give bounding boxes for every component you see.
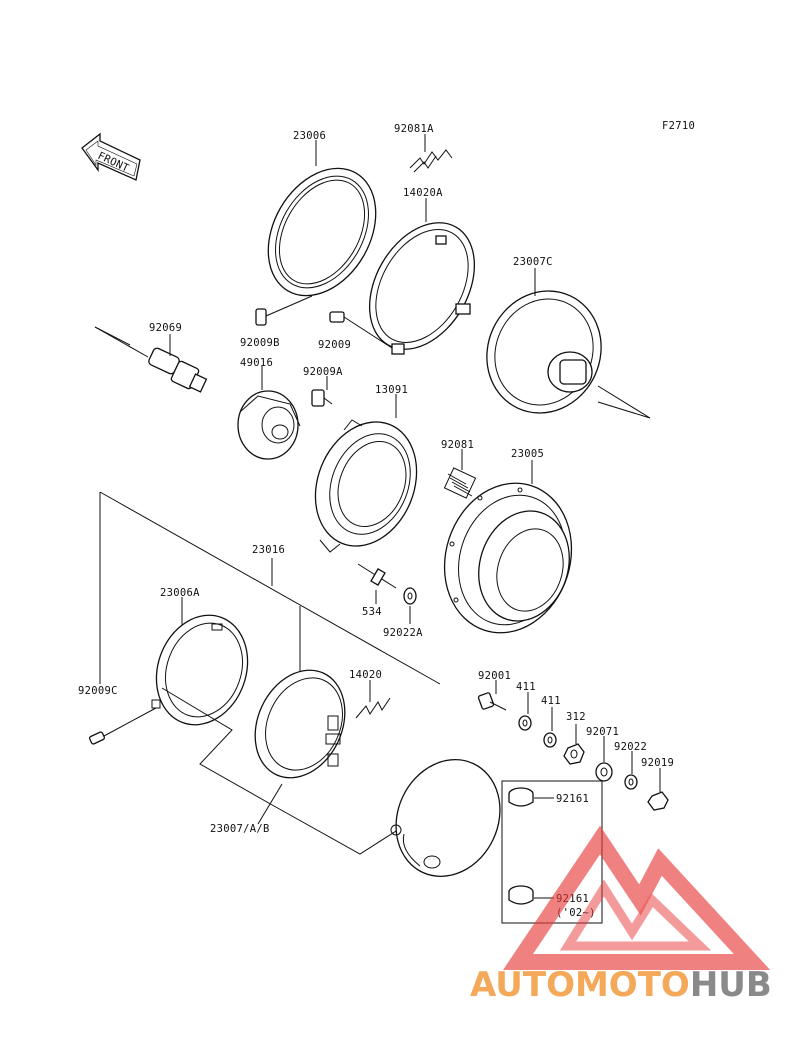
front-arrow-icon: FRONT bbox=[81, 132, 141, 181]
bolt-92001 bbox=[477, 692, 507, 711]
label-92009a: 92009A bbox=[303, 366, 343, 378]
label-312: 312 bbox=[566, 711, 586, 723]
headlight-shell-23007ab bbox=[254, 669, 346, 779]
bracket-13091 bbox=[314, 419, 418, 553]
label-13091: 13091 bbox=[375, 384, 408, 396]
automotohub-logo-icon bbox=[502, 825, 771, 970]
watermark-text: AUTOMOTOHUB bbox=[470, 965, 772, 1005]
nut-92019 bbox=[647, 791, 669, 811]
label-92022: 92022 bbox=[614, 741, 647, 753]
rim-ring-23006 bbox=[267, 167, 377, 297]
nut-312 bbox=[563, 743, 585, 765]
cap-92161-b bbox=[508, 885, 534, 905]
label-14020a: 14020A bbox=[403, 187, 443, 199]
label-92081a: 92081A bbox=[394, 123, 434, 135]
label-49016: 49016 bbox=[240, 357, 273, 369]
bulb-92069 bbox=[94, 326, 208, 393]
spring-92081 bbox=[443, 467, 477, 499]
label-23007c: 23007C bbox=[513, 256, 553, 268]
label-92081: 92081 bbox=[441, 439, 474, 451]
label-92161-a: 92161 bbox=[556, 793, 589, 805]
washer-92022 bbox=[624, 774, 638, 790]
headlight-shell-23007c bbox=[486, 290, 651, 419]
screw-92009c bbox=[88, 707, 157, 745]
label-23006a: 23006A bbox=[160, 587, 200, 599]
headlight-unit-23005 bbox=[443, 482, 573, 634]
screw-92009b bbox=[255, 295, 313, 326]
pin-534 bbox=[357, 563, 397, 589]
screw-92009a bbox=[311, 389, 333, 407]
label-23016: 23016 bbox=[252, 544, 285, 556]
label-92001: 92001 bbox=[478, 670, 511, 682]
label-92069: 92069 bbox=[149, 322, 182, 334]
label-411-b: 411 bbox=[541, 695, 561, 707]
washer-92022a bbox=[403, 587, 417, 605]
clip-14020 bbox=[355, 697, 391, 719]
washer-411-b bbox=[543, 732, 557, 748]
lens-cover bbox=[390, 759, 501, 877]
label-92071: 92071 bbox=[586, 726, 619, 738]
grommet-92071 bbox=[595, 762, 613, 782]
label-534: 534 bbox=[362, 606, 382, 618]
label-92019: 92019 bbox=[641, 757, 674, 769]
spring-clip-92081a bbox=[409, 149, 453, 173]
rim-ring-23006a bbox=[151, 614, 249, 726]
socket-49016 bbox=[237, 390, 301, 460]
label-411-a: 411 bbox=[516, 681, 536, 693]
label-23005: 23005 bbox=[511, 448, 544, 460]
figure-code: F2710 bbox=[662, 120, 695, 132]
label-92009b: 92009B bbox=[240, 337, 280, 349]
label-14020: 14020 bbox=[349, 669, 382, 681]
label-23007ab: 23007/A/B bbox=[210, 823, 270, 835]
label-23006: 23006 bbox=[293, 130, 326, 142]
cap-92161-a bbox=[508, 787, 534, 807]
screw-92009 bbox=[329, 311, 393, 349]
washer-411-a bbox=[518, 715, 532, 731]
label-92009c: 92009C bbox=[78, 685, 118, 697]
label-92009: 92009 bbox=[318, 339, 351, 351]
label-92022a: 92022A bbox=[383, 627, 423, 639]
